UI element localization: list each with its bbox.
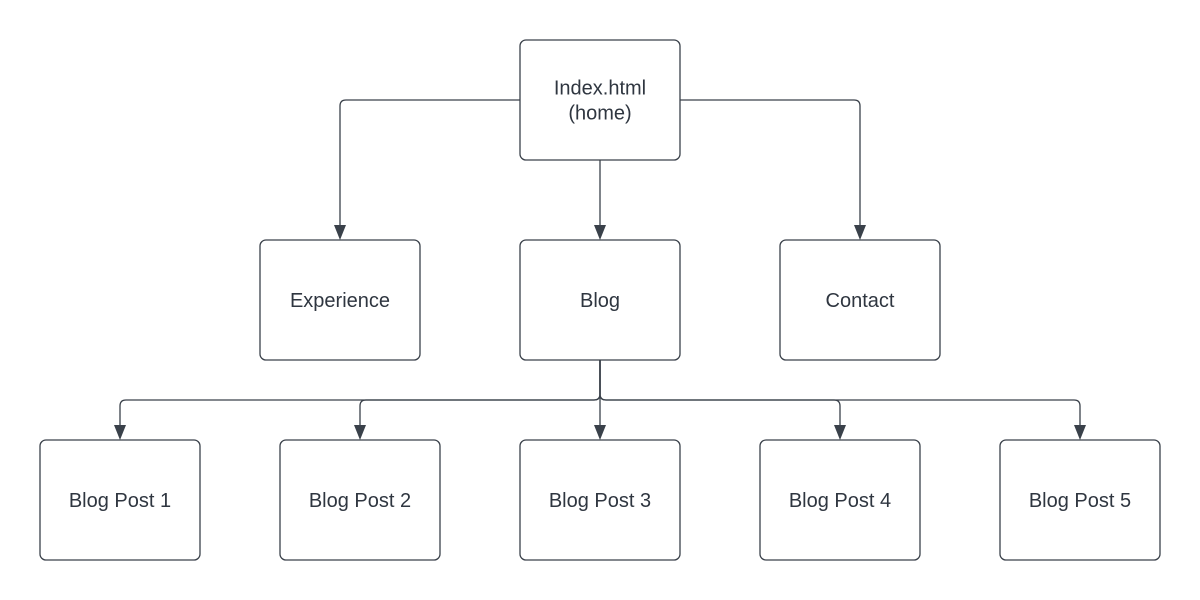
nodes: Index.html (home) Experience Blog ContactBlo… (39, 39, 1161, 561)
node-box (759, 439, 921, 561)
node-box (519, 39, 681, 161)
node-box (999, 439, 1161, 561)
arrow-head (114, 425, 126, 440)
node-label: Blog Post 5 (1029, 490, 1131, 512)
node-box (519, 439, 681, 561)
arrow-head (834, 425, 846, 440)
edge-home-to-blog (594, 160, 606, 240)
node-contact: Contact (779, 239, 941, 361)
node-label: Blog Post 3 (549, 490, 651, 512)
node-label: Index.html (554, 78, 646, 100)
connector-line (359, 360, 601, 426)
arrow-head (854, 225, 866, 240)
node-blog-post-3: Blog Post 3 (519, 439, 681, 561)
node-blog-post-2: Blog Post 2 (279, 439, 441, 561)
node-label: Blog (580, 290, 620, 312)
node-blog-post-1: Blog Post 1 (39, 439, 201, 561)
node-box (279, 439, 441, 561)
connectors (114, 99, 1086, 440)
arrow-head (334, 225, 346, 240)
arrow-head (594, 425, 606, 440)
edge-blog-to-post5 (599, 360, 1086, 440)
node-box (519, 239, 681, 361)
node-blog-post-4: Blog Post 4 (759, 439, 921, 561)
arrow-head (594, 225, 606, 240)
node-label: Blog Post 1 (69, 490, 171, 512)
node-blog-post-5: Blog Post 5 (999, 439, 1161, 561)
edge-blog-to-post2 (354, 360, 601, 440)
edge-home-to-experience (334, 99, 520, 240)
arrow-head (1074, 425, 1086, 440)
node-blog: Blog (519, 239, 681, 361)
node-label: (home) (568, 103, 631, 125)
node-label: Blog Post 4 (789, 490, 891, 512)
node-label: Blog Post 2 (309, 490, 411, 512)
node-label: Experience (290, 290, 390, 312)
arrow-head (354, 425, 366, 440)
node-box (259, 239, 421, 361)
node-index-home: Index.html (home) (519, 39, 681, 161)
node-experience: Experience (259, 239, 421, 361)
connector-line (599, 360, 1081, 426)
node-box (779, 239, 941, 361)
node-label: Contact (826, 290, 895, 312)
node-box (39, 439, 201, 561)
connector-line (339, 99, 520, 226)
edge-home-to-contact (680, 99, 866, 240)
connector-line (680, 99, 861, 226)
connector-line (599, 360, 841, 426)
